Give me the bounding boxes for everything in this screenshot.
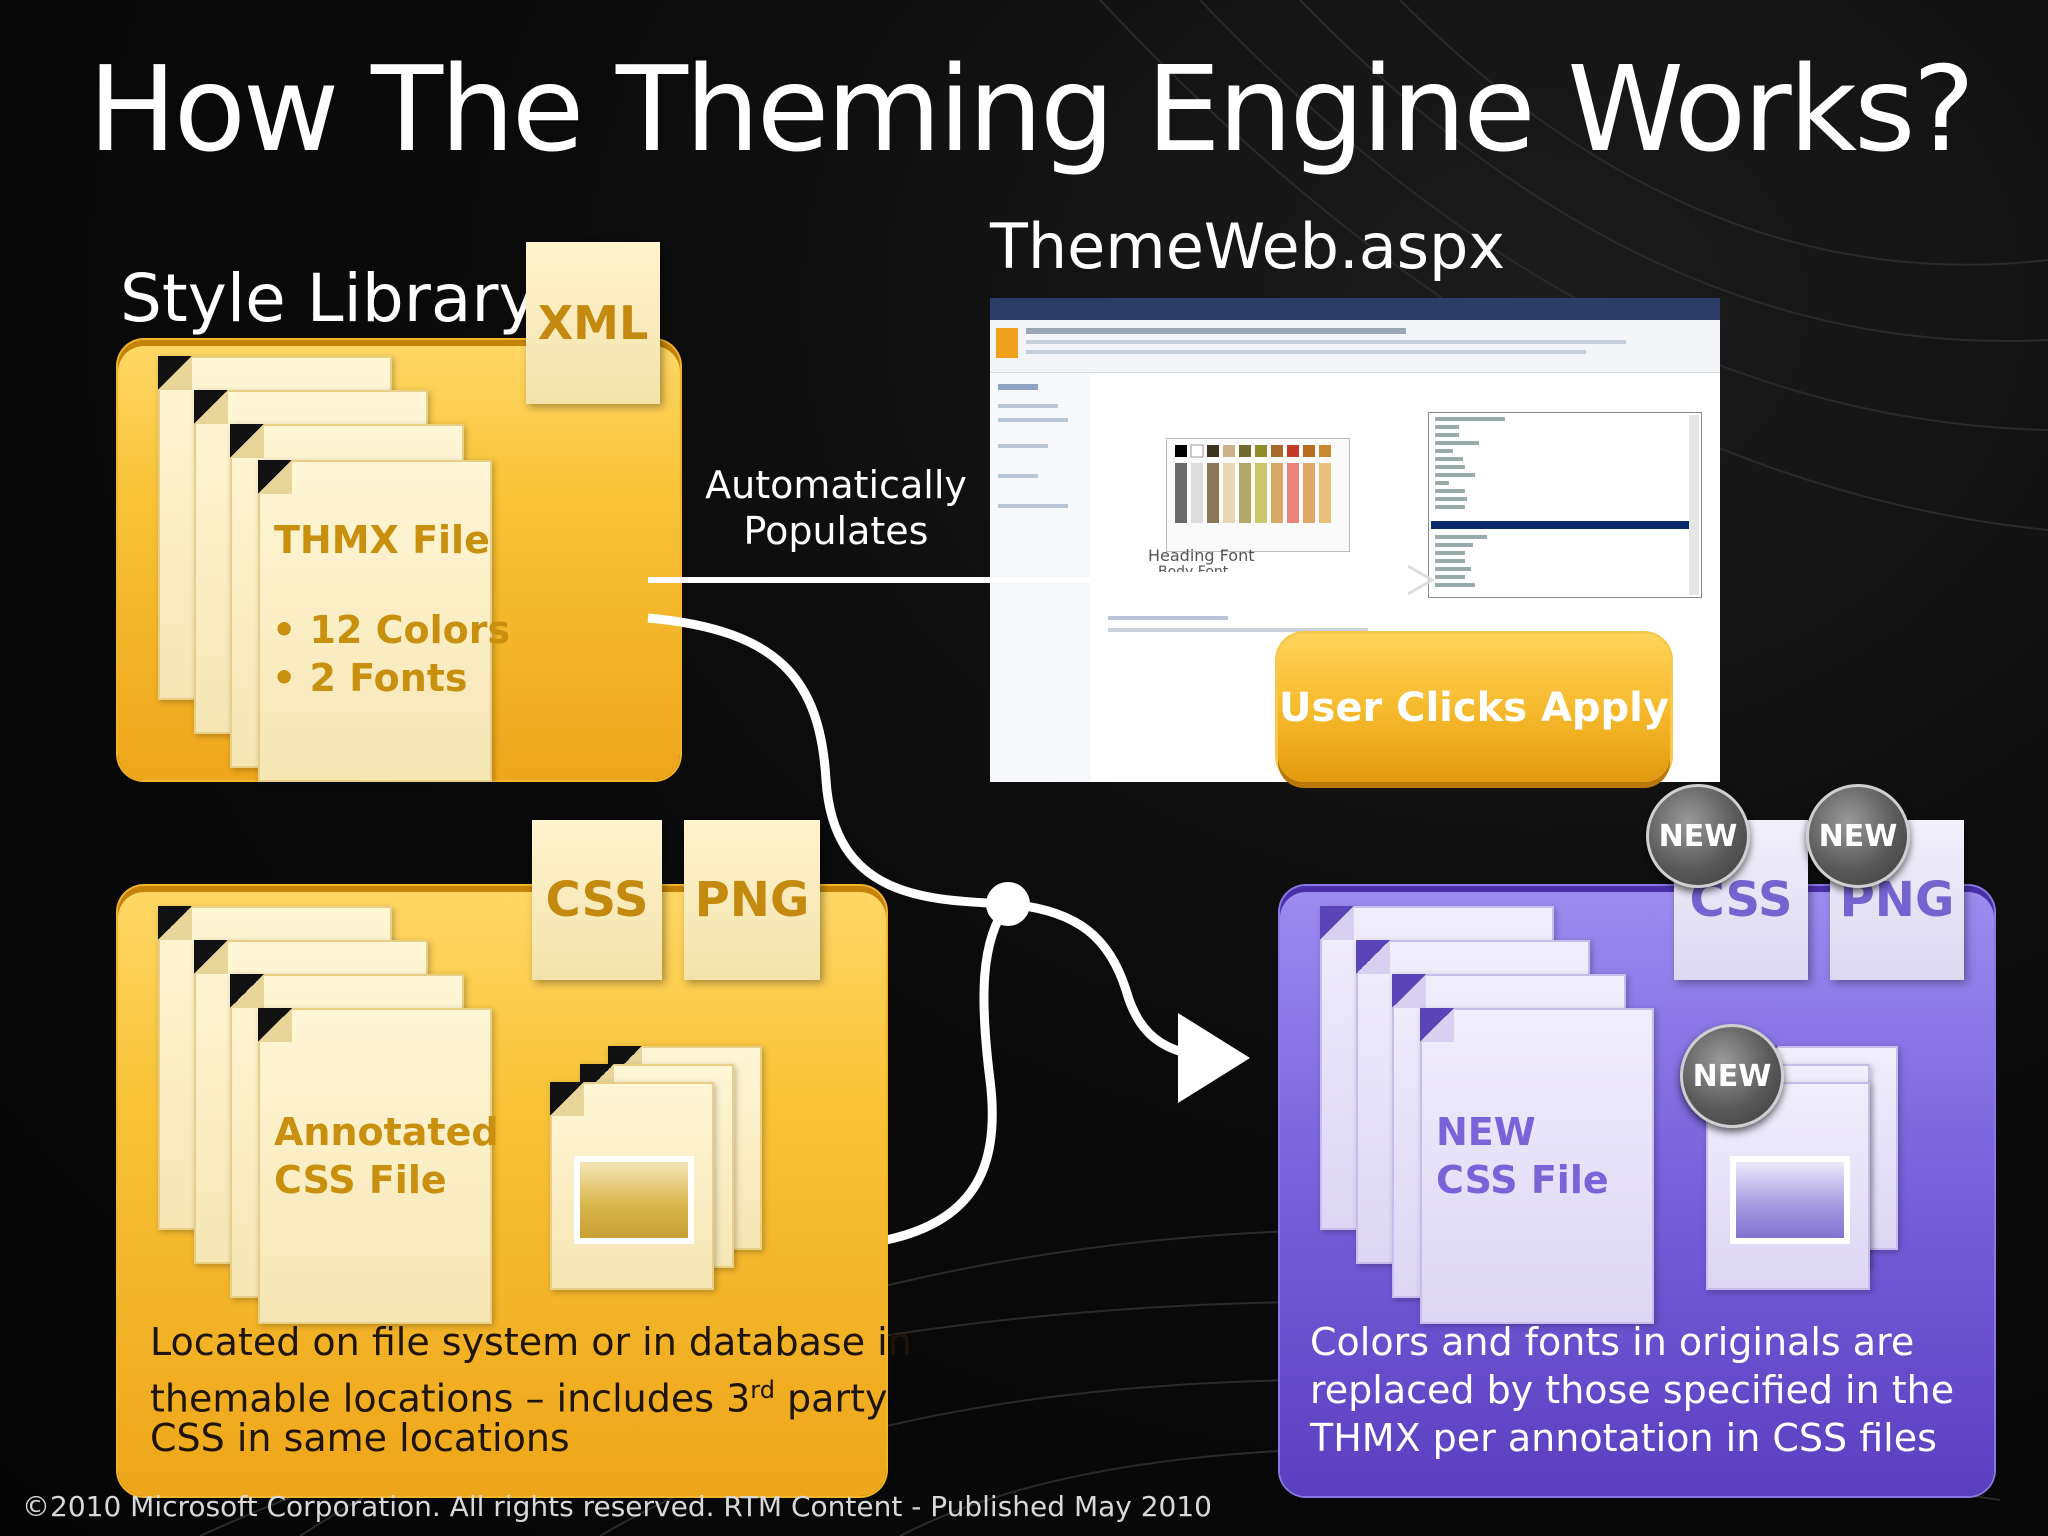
output-folder: NEW CSS File Colors and fonts in origina… [1280, 886, 1994, 1496]
source-folder: Annotated CSS File Located on file syste… [118, 886, 912, 1496]
new-css-doc: NEW CSS File [1420, 1008, 1654, 1324]
copyright-footer: ©2010 Microsoft Corporation. All rights … [22, 1490, 1212, 1523]
annotated-label: Annotated [274, 1110, 499, 1154]
png-doc [550, 1082, 714, 1290]
source-desc-line2-sup: rd [750, 1376, 775, 1404]
populate-arrow-head [1407, 564, 1435, 596]
output-desc-line2: replaced by those specified in the [1310, 1368, 1955, 1412]
css-tag: CSS [532, 820, 662, 980]
thmx-file-doc: THMX File • 12 Colors • 2 Fonts [258, 460, 510, 782]
thmx-file-label: THMX File [274, 518, 490, 562]
new-css-file-label: CSS File [1436, 1158, 1609, 1202]
ribbon-bar [990, 298, 1720, 320]
auto-populates-note: Automatically Populates [696, 462, 976, 554]
annotated-css-doc: Annotated CSS File [258, 1008, 499, 1324]
output-desc-line1: Colors and fonts in originals are [1310, 1320, 1915, 1364]
new-badge-css: NEW [1646, 784, 1750, 888]
auto-populates-line1: Automatically [705, 463, 967, 507]
fonts-bullet: • 2 Fonts [272, 656, 468, 700]
style-library-heading: Style Library [120, 260, 538, 337]
color-palette-preview [1166, 438, 1350, 552]
new-image-icon [1730, 1156, 1850, 1244]
output-desc-line3: THMX per annotation in CSS files [1310, 1416, 1937, 1460]
source-desc-line2: themable locations – includes 3rd party [150, 1366, 887, 1423]
title-area [990, 320, 1720, 373]
source-desc-line2-b: party [774, 1376, 888, 1421]
source-desc-line3: CSS in same locations [150, 1416, 570, 1460]
theme-list[interactable] [1428, 412, 1702, 598]
body-font-preview: Body Font [1158, 564, 1229, 572]
png-tag: PNG [684, 820, 820, 980]
page-title: How The Theming Engine Works? [88, 40, 1975, 178]
image-icon [574, 1156, 694, 1244]
theme-list-items [1431, 415, 1699, 595]
merge-curve [1007, 899, 1250, 1103]
new-badge-image: NEW [1680, 1024, 1784, 1128]
themeweb-heading: ThemeWeb.aspx [990, 210, 1506, 283]
merge-point [986, 882, 1030, 926]
user-clicks-apply-button[interactable]: User Clicks Apply [1278, 634, 1670, 782]
style-library-folder: THMX File • 12 Colors • 2 Fonts [118, 340, 680, 782]
site-icon [996, 328, 1018, 358]
auto-populates-line2: Populates [743, 509, 929, 553]
xml-tag: XML [526, 242, 660, 404]
source-desc-line1: Located on file system or in database in [150, 1320, 912, 1364]
thmx-to-output-curve [647, 613, 1009, 909]
new-label: NEW [1436, 1110, 1536, 1154]
css-file-label: CSS File [274, 1158, 447, 1202]
colors-bullet: • 12 Colors [272, 608, 511, 652]
css-to-merge-curve [885, 901, 1012, 1245]
color-swatches [1175, 444, 1331, 523]
new-badge-png: NEW [1806, 784, 1910, 888]
source-desc-line2-a: themable locations – includes 3 [150, 1376, 751, 1421]
heading-font-preview: Heading Font [1148, 546, 1255, 565]
